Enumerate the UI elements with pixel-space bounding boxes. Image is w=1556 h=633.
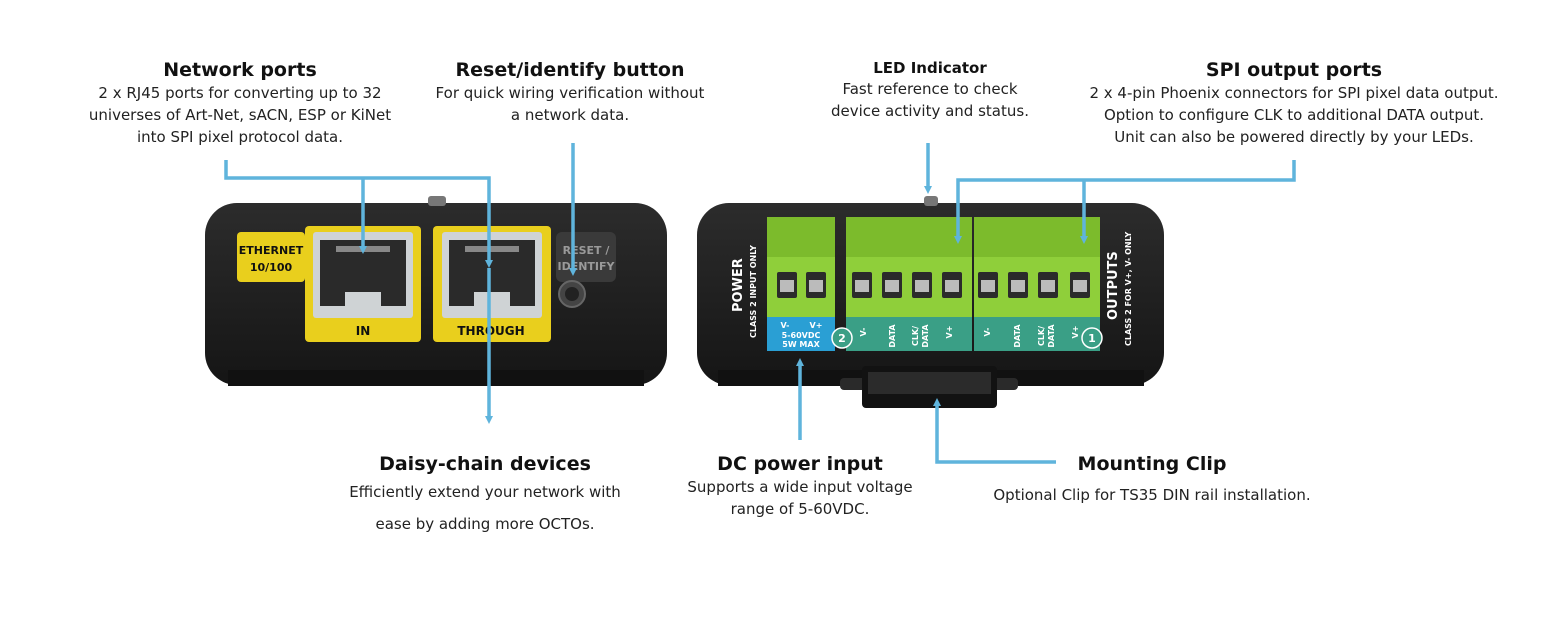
callout-title: SPI output ports (1205, 59, 1383, 81)
identify-label: IDENTIFY (557, 260, 615, 273)
power-terminal[interactable] (767, 217, 835, 317)
callout-title: LED Indicator (873, 59, 987, 77)
callout-title: Daisy-chain devices (379, 453, 591, 475)
voltage-label: 5-60VDC (782, 331, 821, 340)
ethernet-badge (237, 232, 305, 282)
leader-mounting-clip (933, 398, 1056, 464)
callout-mounting-clip: Mounting Clip Optional Clip for TS35 DIN… (960, 452, 1344, 506)
vplus-label: V+ (810, 321, 823, 330)
reset-panel (556, 232, 616, 282)
power-label: POWER (731, 258, 746, 312)
output-1-pin-plate (974, 317, 1100, 351)
callout-reset-button: Reset/identify button For quick wiring v… (410, 58, 730, 126)
callout-description: Optional Clip for TS35 DIN rail installa… (993, 486, 1311, 504)
leader-network-through (224, 160, 493, 268)
leader-spi-2 (954, 160, 1296, 244)
pin-label: DATA (1013, 324, 1022, 348)
spi-output-connector-2[interactable] (846, 217, 972, 317)
pin-label: DATA (888, 324, 897, 348)
pin-label: DATA (921, 324, 930, 348)
pin-label: V+ (1071, 326, 1080, 339)
callout-description: 2 x 4-pin Phoenix connectors for SPI pix… (1089, 84, 1499, 146)
port-in-label: IN (356, 324, 371, 338)
power-class-label: CLASS 2 INPUT ONLY (749, 245, 758, 338)
watts-label: 5W MAX (782, 340, 820, 349)
mounting-clip (840, 366, 1018, 408)
port-2-badge (831, 327, 853, 349)
power-label-plate (767, 317, 835, 351)
pin-label: CLK/ (911, 326, 920, 346)
ethernet-speed-label: 10/100 (250, 261, 293, 274)
callout-title: Network ports (163, 59, 317, 81)
port-2-number: 2 (838, 332, 846, 345)
vminus-label: V- (781, 321, 790, 330)
reset-label: RESET / (563, 244, 611, 257)
callout-title: Mounting Clip (1077, 453, 1227, 475)
callout-description: Fast reference to check device activity … (831, 80, 1029, 120)
callout-description: 2 x RJ45 ports for converting up to 32 u… (88, 84, 392, 146)
outputs-label: OUTPUTS (1106, 251, 1121, 320)
port-through-label: THROUGH (457, 324, 524, 338)
output-2-pin-plate (846, 317, 972, 351)
callout-network-ports: Network ports 2 x RJ45 ports for convert… (60, 58, 420, 148)
callout-led-indicator: LED Indicator Fast reference to check de… (800, 58, 1060, 122)
led-indicator (924, 196, 938, 206)
pin-label: V+ (945, 326, 954, 339)
callout-description: Efficiently extend your network with eas… (349, 483, 621, 533)
ethernet-face-unit: ETHERNET 10/100 IN THROUGH RESET / IDENT… (205, 196, 667, 386)
outputs-class-label: CLASS 2 FOR V+, V- ONLY (1124, 232, 1133, 346)
pin-label: CLK/ (1037, 326, 1046, 346)
callout-description: Supports a wide input voltage range of 5… (687, 478, 913, 518)
callout-title: DC power input (717, 453, 883, 475)
pin-label: DATA (1047, 324, 1056, 348)
port-1-number: 1 (1088, 332, 1096, 345)
output-face-unit: POWER CLASS 2 INPUT ONLY V- V+ 5-60VDC 5… (697, 196, 1164, 408)
rj45-port-through[interactable]: THROUGH (433, 226, 551, 342)
callout-daisy-chain: Daisy-chain devices Efficiently extend y… (320, 452, 650, 540)
callout-spi-outputs: SPI output ports 2 x 4-pin Phoenix conne… (1054, 58, 1534, 148)
spi-output-connector-1[interactable] (974, 217, 1100, 317)
callout-dc-power: DC power input Supports a wide input vol… (660, 452, 940, 520)
pin-label: V- (983, 328, 992, 337)
pin-label: V- (859, 328, 868, 337)
ethernet-label: ETHERNET (239, 244, 304, 257)
port-1-badge (1081, 327, 1103, 349)
callout-description: For quick wiring verification without a … (435, 84, 705, 124)
leader-lines (224, 143, 1296, 464)
callout-title: Reset/identify button (455, 59, 685, 81)
